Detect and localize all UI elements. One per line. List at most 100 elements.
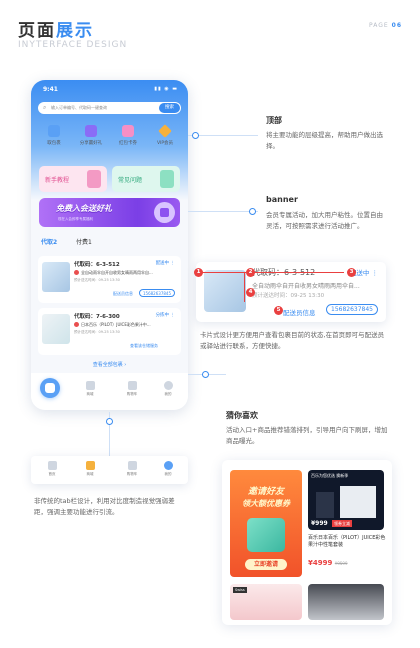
- product-title[interactable]: 百乐日本百乐（PILOT）JUICE彩色果汁中性笔套装: [308, 535, 386, 548]
- tab-mall[interactable]: 商城: [75, 381, 105, 397]
- pickup-code: 代取码：7-6-300: [74, 314, 120, 320]
- home-tab-icon[interactable]: [40, 378, 60, 398]
- annotation-title-guess: 猜你喜欢: [226, 411, 258, 420]
- feature-pickup[interactable]: 取包裹: [36, 125, 72, 146]
- marker-line: [202, 272, 246, 273]
- product-price: ¥4999: [308, 559, 333, 567]
- annotation-text-top: 将主要功能的层级提高，帮助用户做出选择。: [266, 131, 383, 150]
- search-button[interactable]: 搜索: [159, 103, 180, 113]
- marker-badge: 2: [246, 268, 255, 277]
- banner-subtitle: 现在入会即享专属福利: [58, 217, 93, 221]
- feature-label: 红包卡券: [119, 141, 137, 146]
- annotation-text-banner: 会员专属活动，加大用户粘性。位置自由灵活，可按照需求进行活动推广。: [266, 211, 383, 230]
- brand-tag: Swiss: [233, 587, 247, 593]
- title-part-a: 页面: [18, 21, 56, 41]
- device-image: [340, 486, 376, 518]
- search-icon: ⌕: [43, 104, 47, 111]
- feature-share[interactable]: 分享赢好礼: [73, 125, 109, 146]
- product-banner[interactable]: 百乐为您优选 换新季 ¥999 领券立减: [308, 470, 384, 530]
- status-badge: 配送中 ⋮: [349, 269, 378, 277]
- search-placeholder: 输入订单编号、代取码一键查询: [51, 105, 107, 110]
- package-tabs: 代取2 付费1: [41, 237, 92, 246]
- title-part-b: 展示: [56, 21, 94, 41]
- annotation-title-top: 顶部: [266, 116, 282, 125]
- tile-faq[interactable]: 常见问题: [112, 166, 180, 192]
- shop-icon: [85, 381, 95, 390]
- feature-vip[interactable]: VIP会员: [147, 124, 183, 146]
- tab-label: 我的: [164, 472, 172, 476]
- recommend-feed: 邀请好友 领大额优惠券 立即邀请 百乐为您优选 换新季 ¥999 领券立减 百乐…: [222, 460, 392, 625]
- tab-mine: 我的: [153, 461, 183, 477]
- promo-title: 邀请好友: [247, 487, 284, 497]
- view-all-packages-link[interactable]: 查看全部包裹 ›: [92, 362, 127, 368]
- page-title: 页面展示: [18, 16, 94, 41]
- original-price: ¥9599: [334, 561, 348, 566]
- marker-badge: 4: [246, 288, 255, 297]
- promo-subtitle: 领大额优惠券: [242, 499, 290, 508]
- marker-badge: 3: [347, 268, 356, 277]
- annotation-title-banner: banner: [266, 195, 298, 204]
- annotation-text-card: 卡片式设计更方便用户查看包裹目前的状态,在首页即可与配送员或驿站进行联系，方便快…: [200, 331, 385, 350]
- eta-text: 预计送达时间：09-25 13:30: [74, 278, 120, 282]
- invite-promo-card[interactable]: 邀请好友 领大额优惠券 立即邀请: [230, 470, 302, 577]
- status-badge[interactable]: 配送中 ⋮: [155, 261, 175, 266]
- product-desc: 全自动雨伞自开自收男女晴雨两用伞自...: [252, 283, 360, 290]
- invite-button[interactable]: 立即邀请: [245, 559, 287, 570]
- speaker-image: [316, 492, 334, 518]
- marker-badge: 5: [274, 306, 283, 315]
- feature-label: 分享赢好礼: [79, 141, 103, 146]
- connector-line: [188, 211, 258, 212]
- tab-label: 首页: [48, 472, 56, 476]
- user-icon: [163, 381, 173, 390]
- gift-box-icon: [247, 518, 285, 552]
- page-label: PAGE: [369, 22, 389, 29]
- warehouse-service-link[interactable]: 查看该仓储服务: [130, 343, 158, 348]
- gift-icon: [154, 202, 175, 223]
- tile-tutorial[interactable]: 新手教程: [39, 166, 107, 192]
- package-card[interactable]: 代取码：6-3-512 配送中 ⋮ 全自动雨伞自开自收男女晴雨两用伞自... 预…: [38, 256, 181, 303]
- pickup-code: 代取码：6-3-512: [74, 262, 120, 268]
- diamond-icon: [158, 124, 172, 138]
- phone-illustration-icon: [87, 170, 101, 188]
- marker-line: [250, 272, 344, 273]
- banner-title: 免费入会送好礼: [56, 204, 112, 213]
- courier-info-link[interactable]: 配送员信息: [113, 291, 133, 296]
- connector-dot: [106, 418, 113, 425]
- cart-icon: [127, 381, 137, 390]
- page-marker: PAGE 06: [369, 22, 402, 29]
- product-desc-text: 全自动雨伞自开自收男女晴雨两用伞自...: [81, 270, 153, 275]
- product-desc: 日本百乐（PILOT）JUICE彩色果汁中...: [74, 322, 174, 328]
- promo-banner[interactable]: 免费入会送好礼 现在入会即享专属福利: [39, 198, 180, 227]
- tab-mine[interactable]: 我的: [153, 381, 183, 397]
- connector-dot: [202, 371, 209, 378]
- tab-cart[interactable]: 购物车: [117, 381, 147, 397]
- product-card[interactable]: Swiss: [230, 584, 302, 620]
- tab-label: 商城: [86, 472, 94, 476]
- product-thumbnail: [42, 314, 70, 344]
- tab-paid[interactable]: 付费1: [76, 239, 92, 246]
- tab-bar-detail: 首页 商城 购物车 我的: [31, 456, 188, 484]
- feature-coupons[interactable]: 红包卡券: [110, 125, 146, 146]
- connector-dot: [192, 132, 199, 139]
- package-card-zoom: 代取码：6-3-512 配送中 ⋮ 全自动雨伞自开自收男女晴雨两用伞自... 预…: [194, 262, 386, 322]
- product-desc-text: 日本百乐（PILOT）JUICE彩色果汁中...: [81, 322, 151, 327]
- user-icon: [163, 461, 173, 470]
- product-thumbnail: [42, 262, 70, 292]
- eta-text: 预计送达时间：09-25 13:30: [74, 330, 120, 334]
- tab-pickup[interactable]: 代取2: [41, 239, 58, 246]
- connector-line: [109, 412, 110, 456]
- product-price-row: ¥4999 ¥9599: [308, 559, 348, 567]
- page-number: 06: [391, 22, 402, 29]
- courier-phone-button[interactable]: 15682637845: [139, 289, 175, 297]
- package-card[interactable]: 代取码：7-6-300 分拣中 ⋮ 日本百乐（PILOT）JUICE彩色果汁中.…: [38, 308, 181, 355]
- product-card[interactable]: [308, 584, 384, 620]
- gift-icon: [85, 125, 97, 137]
- feature-label: VIP会员: [156, 141, 174, 146]
- status-time: 9:41: [43, 86, 58, 93]
- phone-mockup: 9:41 ▮▮ ◉ ▬ ⌕ 输入订单编号、代取码一键查询 搜索 取包裹 分享赢好…: [31, 80, 188, 410]
- product-price: ¥999: [311, 520, 328, 527]
- tab-mall: 商城: [75, 461, 105, 477]
- search-bar[interactable]: ⌕ 输入订单编号、代取码一键查询 搜索: [38, 102, 181, 114]
- product-thumbnail: [204, 270, 246, 312]
- status-badge[interactable]: 分拣中 ⋮: [155, 313, 175, 318]
